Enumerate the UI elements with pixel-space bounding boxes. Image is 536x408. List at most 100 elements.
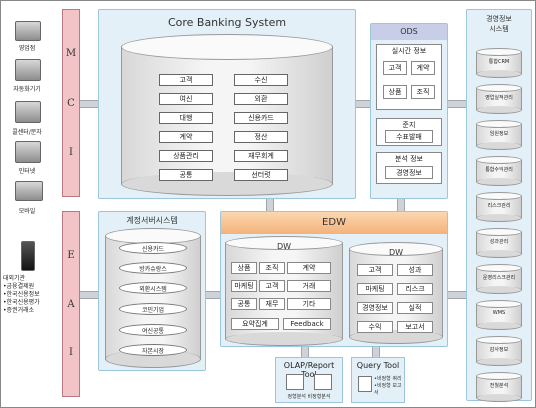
ods-realtime-item: 계약 [411,61,435,75]
edw-header [221,212,447,234]
query-tool-caption: •비정형 쿼리 •비정형 보고서 [374,376,402,396]
edw-title: EDW [322,217,346,228]
dw1-cell: 공통 [231,298,257,310]
dw1-extra: Feedback [283,318,331,330]
connector [301,347,309,357]
module-chip: 외환 [234,93,288,105]
eai-letter: I [69,347,73,359]
accounting-title: 계정서버시스템 [126,216,178,225]
core-banking-database [121,34,333,196]
mgmt-item-cylinder: 성과관리 [476,228,522,258]
dw2-cell: 마케팅 [357,283,393,295]
dw1-title: DW [276,242,292,251]
server-icon [21,241,35,271]
chart-icon [314,374,332,390]
dw1-cell: 계약 [287,262,331,274]
dw1-cell: 고객 [259,280,285,292]
olap-tool-caption: 정형분석 비정형분석 [287,394,331,400]
dw1-cell: 거래 [287,280,331,292]
accounting-item: 자본시장 [119,344,187,356]
module-chip: 정산 [234,131,288,143]
module-chip: 선터럿 [234,169,288,181]
mgmt-title: 경영정보 시스템 [486,15,512,33]
query-icon [358,376,372,392]
dw2-cell: 실적 [397,302,433,314]
channel-label: 모바일 [18,208,36,215]
accounting-item: 신용카드 [119,242,187,254]
ods-gov-title: 준지 [402,121,416,129]
module-chip: 상품관리 [159,150,213,162]
laptop-icon [15,141,41,163]
mgmt-item-cylinder: 전월분석 [476,372,522,402]
mgmt-item-cylinder: 통합CRM [476,48,522,78]
olap-tool-title: OLAP/Report Tool [283,361,335,379]
dw1-extra: 요약집계 [231,318,279,330]
mgmt-item-cylinder: 영업실적관리 [476,84,522,114]
dw2-cell: 보고서 [397,321,433,333]
mci-letter: M [65,48,77,60]
accounting-item: 여신공통 [119,324,187,336]
ods-realtime-item: 고객 [383,61,407,75]
mci-bar: M C I [62,9,80,197]
connector [206,291,220,299]
module-chip: 고객 [159,74,213,86]
dw2-title: DW [388,248,404,257]
ods-analysis-item: 경영정보 [385,166,433,179]
connector [356,100,370,108]
core-banking-title: Core Banking System [167,16,287,29]
mgmt-item-label: 임원정보 [489,131,509,137]
dw1-cell: 상품 [231,262,257,274]
eai-letter: A [67,298,75,310]
core-banking-panel: Core Banking System 고객 수신 여신 외환 대행 신용카드 … [98,9,356,199]
channel-label: 인터넷 [18,168,36,175]
eai-letter: E [67,249,75,261]
phone-icon [15,181,43,201]
dw1-cell: 조직 [259,262,285,274]
atm-icon [15,59,41,81]
mgmt-item-cylinder: 운영리스크관리 [476,264,522,294]
module-chip: 공통 [159,169,213,181]
mci-letter: C [67,97,75,109]
query-tool-title: Query Tool [356,361,400,370]
connector [397,198,405,212]
mgmt-item-cylinder: WMS [476,300,522,330]
mgmt-item-cylinder: 감사정보 [476,336,522,366]
module-chip: 신용카드 [234,112,288,124]
channel-label: 영업점 [18,45,36,52]
mgmt-item-label: 영업실적관리 [485,95,513,101]
connector [80,100,100,108]
ods-realtime-item: 조직 [411,85,435,99]
connector [80,291,100,299]
external-agencies-label: 대외기관 •금융결제원 •한국신용정보 •한국신용평가 •증권거래소 [3,275,40,314]
channel-label: 자동화기기 [13,86,41,93]
mgmt-item-label: 감사정보 [489,347,509,353]
ods-gov-item: 수표발매 [385,130,433,143]
module-chip: 계약 [159,131,213,143]
ods-gov-box: 준지 수표발매 [376,118,442,146]
connector [372,347,380,357]
headset-icon [15,101,41,123]
report-icon [286,374,304,390]
accounting-database [105,228,201,368]
dw2-cell: 경영정보 [357,302,393,314]
accounting-item: 코민기업 [119,303,187,315]
module-chip: 여신 [159,93,213,105]
ods-title: ODS [400,27,418,36]
mgmt-item-label: 리스크관리 [487,203,511,209]
mci-letter: I [69,146,73,158]
mgmt-item-label: 운영리스크관리 [482,275,516,281]
dw1-cell: 마케팅 [231,280,257,292]
mgmt-item-cylinder: 리스크관리 [476,192,522,222]
dw2-cell: 리스크 [397,283,433,295]
ods-analysis-title: 분석 정보 [395,155,423,163]
ods-realtime-item: 상품 [383,85,407,99]
olap-tool-box: OLAP/Report Tool 정형분석 비정형분석 [275,357,343,403]
mgmt-item-label: 통합수익관리 [485,167,513,173]
ods-analysis-box: 분석 정보 경영정보 [376,152,442,184]
mgmt-item-cylinder: 임원정보 [476,120,522,150]
mgmt-item-label: WMS [492,310,506,316]
channel-label: 콜센터/문자 [12,129,42,136]
connector [266,198,274,212]
